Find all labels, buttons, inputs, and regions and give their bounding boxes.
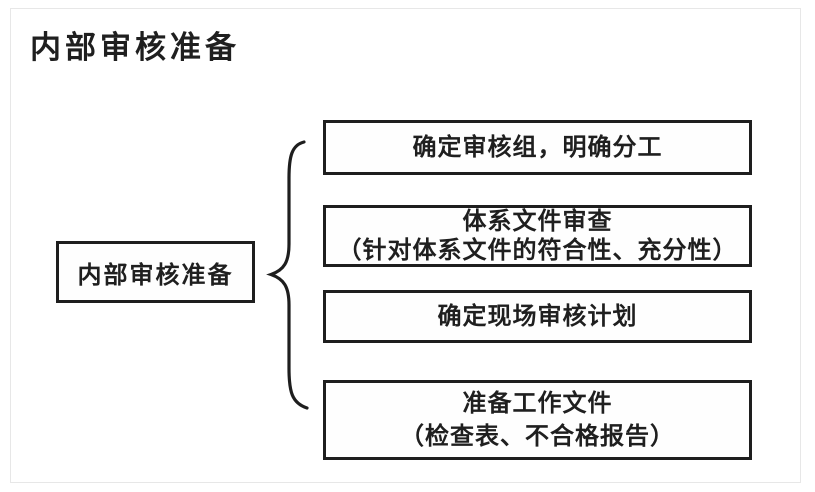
- branch-box-audit-team: 确定审核组，明确分工: [323, 120, 752, 175]
- branch-sublabel: （针对体系文件的符合性、充分性）: [337, 237, 738, 264]
- branch-box-work-documents: 准备工作文件 （检查表、不合格报告）: [323, 380, 752, 460]
- branch-box-onsite-plan: 确定现场审核计划: [323, 290, 752, 343]
- branch-label: 体系文件审查: [462, 208, 613, 235]
- branch-box-document-review: 体系文件审查 （针对体系文件的符合性、充分性）: [323, 205, 752, 267]
- branch-sublabel: （检查表、不合格报告）: [400, 423, 675, 450]
- branch-label: 准备工作文件: [462, 390, 613, 417]
- root-node-label: 内部审核准备: [77, 261, 234, 289]
- page-title: 内部审核准备: [30, 30, 240, 65]
- branch-label: 确定现场审核计划: [437, 303, 638, 330]
- root-node-box: 内部审核准备: [56, 241, 255, 303]
- branch-label: 确定审核组，明确分工: [412, 134, 663, 161]
